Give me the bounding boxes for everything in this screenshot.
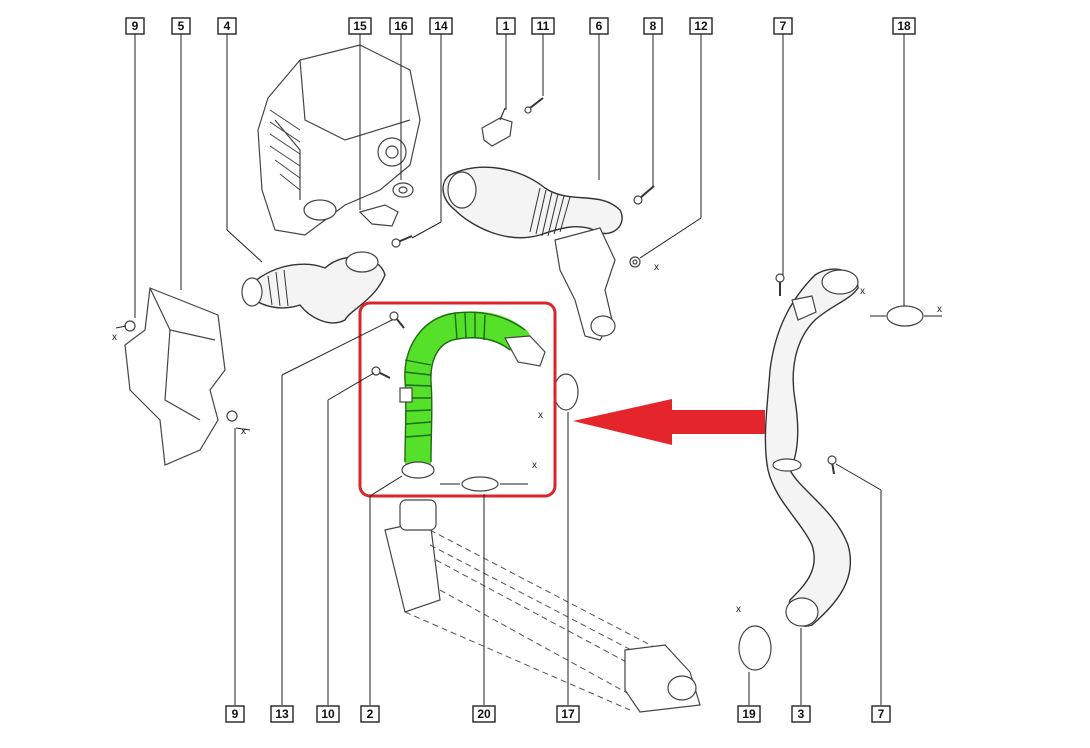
svg-text:x: x bbox=[532, 460, 537, 471]
svg-text:17: 17 bbox=[561, 707, 575, 721]
air-duct-part-5 bbox=[124, 287, 226, 466]
callout-8: 8 bbox=[643, 17, 663, 35]
upper-intake-hose-part-6 bbox=[442, 166, 623, 341]
callout-12: 12 bbox=[689, 17, 713, 35]
svg-text:x: x bbox=[736, 604, 741, 615]
svg-text:1: 1 bbox=[503, 19, 510, 33]
callout-4: 4 bbox=[217, 17, 237, 35]
callout-11: 11 bbox=[531, 17, 555, 35]
bolt-part-8 bbox=[633, 185, 655, 205]
callout-9-top: 9 bbox=[125, 17, 145, 35]
svg-text:7: 7 bbox=[780, 19, 787, 33]
svg-text:8: 8 bbox=[650, 19, 657, 33]
red-arrow-indicator bbox=[573, 399, 765, 445]
screw-part-10 bbox=[371, 366, 391, 379]
callout-1: 1 bbox=[496, 17, 516, 35]
callout-9-bottom: 9 bbox=[225, 705, 245, 723]
nut-part-12 bbox=[629, 256, 641, 268]
svg-text:x: x bbox=[241, 426, 246, 437]
callouts-bottom: 9 13 10 2 20 17 19 3 7 bbox=[225, 705, 891, 723]
washer-part-16 bbox=[392, 182, 414, 198]
callout-14: 14 bbox=[429, 17, 453, 35]
o-ring-part-20 bbox=[461, 476, 499, 492]
svg-text:x: x bbox=[112, 332, 117, 343]
svg-text:x: x bbox=[654, 262, 659, 273]
svg-text:19: 19 bbox=[742, 707, 756, 721]
svg-text:15: 15 bbox=[353, 19, 367, 33]
callout-5: 5 bbox=[171, 17, 191, 35]
svg-text:13: 13 bbox=[275, 707, 289, 721]
svg-text:7: 7 bbox=[878, 707, 885, 721]
o-ring-part-19 bbox=[738, 625, 772, 671]
callout-18: 18 bbox=[892, 17, 916, 35]
sensor-part-1 bbox=[481, 107, 513, 147]
engine-block bbox=[257, 44, 421, 236]
x-markers: x x x x x x x x bbox=[112, 262, 942, 615]
screw-part-11 bbox=[524, 97, 544, 114]
svg-text:4: 4 bbox=[224, 19, 231, 33]
callout-10: 10 bbox=[316, 705, 340, 723]
highlighted-hose-part-2 bbox=[399, 311, 546, 479]
svg-text:x: x bbox=[860, 286, 865, 297]
callout-7-bottom: 7 bbox=[871, 705, 891, 723]
callouts-top: 9 5 4 15 16 14 1 11 6 8 12 7 18 bbox=[125, 17, 916, 35]
callout-13: 13 bbox=[270, 705, 294, 723]
svg-text:12: 12 bbox=[694, 19, 708, 33]
svg-text:x: x bbox=[538, 410, 543, 421]
callout-20: 20 bbox=[472, 705, 496, 723]
svg-text:x: x bbox=[937, 304, 942, 315]
callout-19: 19 bbox=[737, 705, 761, 723]
svg-text:9: 9 bbox=[232, 707, 239, 721]
nut-part-9-lower bbox=[226, 410, 238, 422]
callout-7-top: 7 bbox=[773, 17, 793, 35]
right-intercooler-hose bbox=[764, 268, 859, 627]
svg-text:14: 14 bbox=[434, 19, 448, 33]
callout-2: 2 bbox=[360, 705, 380, 723]
highlight-box bbox=[358, 301, 557, 498]
callout-15: 15 bbox=[348, 17, 372, 35]
svg-text:5: 5 bbox=[178, 19, 185, 33]
svg-text:2: 2 bbox=[367, 707, 374, 721]
bolt-part-7-lower bbox=[827, 455, 837, 475]
svg-text:11: 11 bbox=[537, 19, 550, 33]
callout-16: 16 bbox=[389, 17, 413, 35]
bolt-part-14 bbox=[391, 235, 413, 248]
svg-text:3: 3 bbox=[798, 707, 805, 721]
o-ring-part-17 bbox=[553, 373, 579, 411]
hose-part-4 bbox=[241, 251, 386, 324]
svg-text:20: 20 bbox=[477, 707, 491, 721]
bracket-part-15 bbox=[358, 204, 399, 227]
bolt-part-7-upper bbox=[775, 273, 785, 296]
leader-lines bbox=[134, 33, 905, 705]
nut-part-9-upper bbox=[124, 320, 136, 332]
svg-text:10: 10 bbox=[321, 707, 335, 721]
intercooler bbox=[384, 499, 701, 713]
svg-text:16: 16 bbox=[394, 19, 408, 33]
svg-text:9: 9 bbox=[132, 19, 139, 33]
o-ring-part-18 bbox=[886, 305, 924, 327]
callout-3: 3 bbox=[791, 705, 811, 723]
svg-text:18: 18 bbox=[897, 19, 911, 33]
callout-17: 17 bbox=[556, 705, 580, 723]
svg-text:6: 6 bbox=[596, 19, 603, 33]
callout-6: 6 bbox=[589, 17, 609, 35]
bolt-part-13 bbox=[389, 311, 405, 329]
